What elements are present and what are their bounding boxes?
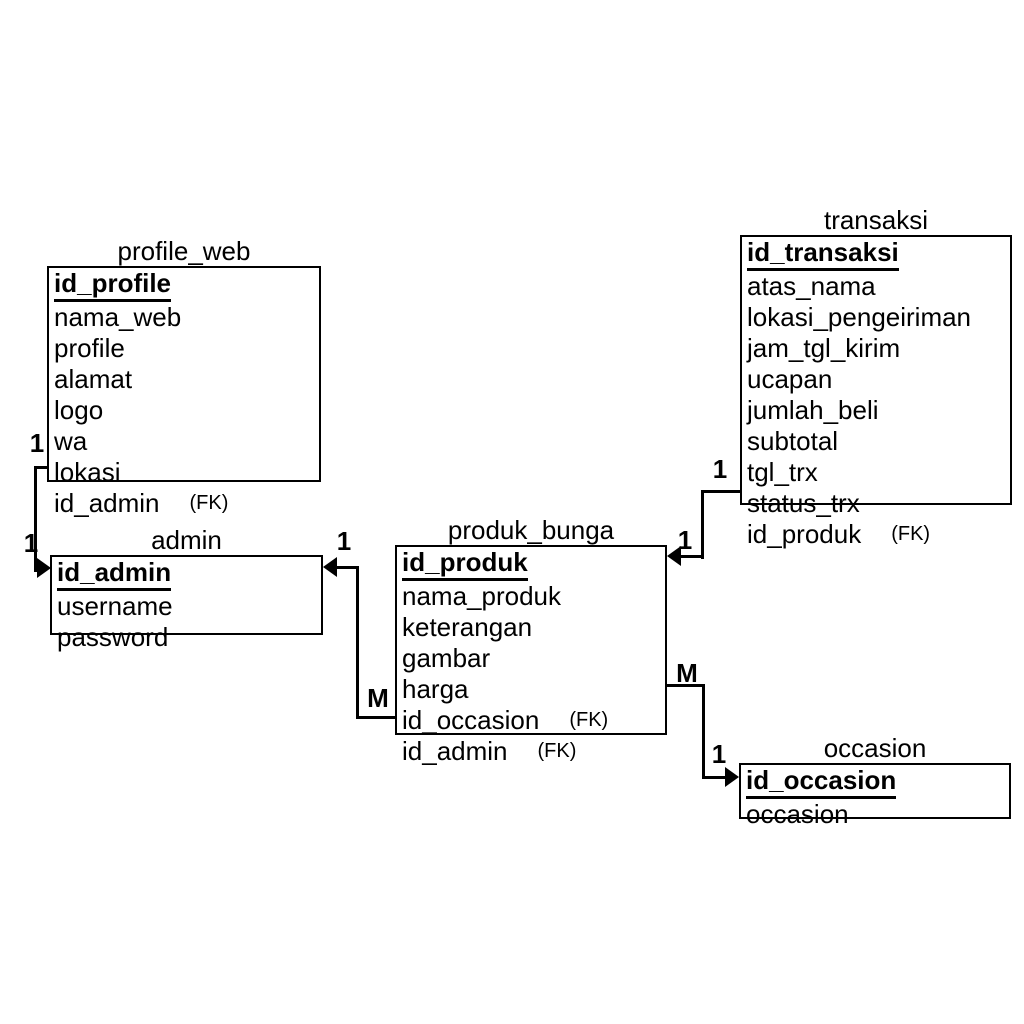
field-id-admin-fk: id_admin(FK) (54, 488, 229, 518)
field-id-occasion-fk: id_occasion(FK) (402, 705, 609, 735)
cardinality-produk-bunga-top-end: 1 (677, 525, 693, 555)
entity-title-profile-web: profile_web (117, 236, 251, 266)
field-status-trx: status_trx (747, 488, 860, 518)
entity-admin: admin id_admin username password (50, 527, 323, 652)
field-occasion: occasion (746, 799, 849, 829)
field-id-admin: id_admin (52, 557, 321, 591)
cardinality-profile-web-end: 1 (29, 428, 45, 458)
field-profile: profile (54, 333, 125, 363)
arrowhead-into-admin-right (323, 557, 337, 577)
field-nama-produk: nama_produk (402, 581, 561, 611)
cardinality-admin-left-end: 1 (23, 528, 39, 558)
entity-occasion: occasion id_occasion occasion (739, 735, 1011, 829)
field-lokasi-pengeiriman: lokasi_pengeiriman (747, 302, 972, 332)
arrowhead-into-produk-bunga-right (667, 546, 681, 566)
entity-box-transaksi: id_transaksi atas_nama lokasi_pengeirima… (740, 235, 1012, 549)
connector-profile-web-admin-h1 (34, 466, 49, 469)
connector-transaksi-produk-bunga-h2 (679, 555, 704, 558)
entity-transaksi: transaksi id_transaksi atas_nama lokasi_… (740, 207, 1012, 549)
field-username: username (57, 591, 173, 621)
cardinality-produk-bunga-right-end: M (676, 658, 698, 688)
field-jam-tgl-kirim: jam_tgl_kirim (747, 333, 901, 363)
connector-produk-bunga-occasion-v (702, 684, 705, 779)
field-id-transaksi: id_transaksi (742, 237, 1010, 271)
connector-admin-produk-bunga-h1 (356, 716, 397, 719)
field-password: password (57, 622, 169, 652)
field-ucapan: ucapan (747, 364, 833, 394)
field-id-occasion: id_occasion (741, 765, 1009, 799)
entity-box-admin: id_admin username password (50, 555, 323, 652)
fk-tag: (FK) (189, 492, 229, 514)
fk-tag: (FK) (891, 523, 931, 545)
entity-box-occasion: id_occasion occasion (739, 763, 1011, 829)
connector-produk-bunga-occasion-h1 (666, 684, 705, 687)
connector-admin-produk-bunga-h2 (335, 566, 359, 569)
arrowhead-into-occasion-left (725, 767, 739, 787)
field-id-admin-fk: id_admin(FK) (402, 736, 577, 766)
field-id-profile: id_profile (49, 268, 319, 302)
connector-transaksi-produk-bunga-h1 (701, 490, 742, 493)
fk-tag: (FK) (537, 740, 577, 762)
cardinality-admin-right-end: 1 (336, 526, 352, 556)
arrowhead-into-admin-left (37, 558, 51, 578)
connector-transaksi-produk-bunga-v (701, 490, 704, 559)
entity-profile-web: profile_web id_profile nama_web profile … (47, 238, 321, 518)
entity-title-occasion: occasion (823, 733, 927, 763)
field-logo: logo (54, 395, 104, 425)
cardinality-produk-bunga-left-end: M (367, 683, 389, 713)
field-id-produk: id_produk (397, 547, 665, 581)
field-harga: harga (402, 674, 469, 704)
field-keterangan: keterangan (402, 612, 533, 642)
field-wa: wa (54, 426, 88, 456)
field-lokasi: lokasi (54, 457, 121, 487)
field-atas-nama: atas_nama (747, 271, 876, 301)
field-gambar: gambar (402, 643, 491, 673)
field-tgl-trx: tgl_trx (747, 457, 818, 487)
cardinality-occasion-end: 1 (711, 739, 727, 769)
field-id-produk-fk: id_produk(FK) (747, 519, 931, 549)
entity-box-produk-bunga: id_produk nama_produk keterangan gambar … (395, 545, 667, 766)
connector-admin-produk-bunga-v (356, 566, 359, 719)
fk-tag: (FK) (569, 709, 609, 731)
entity-title-admin: admin (151, 525, 222, 555)
connector-produk-bunga-occasion-h2 (702, 776, 728, 779)
field-nama-web: nama_web (54, 302, 182, 332)
entity-title-produk-bunga: produk_bunga (447, 515, 615, 545)
cardinality-transaksi-end: 1 (712, 454, 728, 484)
field-alamat: alamat (54, 364, 133, 394)
entity-title-transaksi: transaksi (823, 205, 929, 235)
field-jumlah-beli: jumlah_beli (747, 395, 879, 425)
field-subtotal: subtotal (747, 426, 839, 456)
entity-box-profile-web: id_profile nama_web profile alamat logo … (47, 266, 321, 518)
connector-profile-web-admin-v (34, 466, 37, 572)
entity-produk-bunga: produk_bunga id_produk nama_produk keter… (395, 517, 667, 766)
